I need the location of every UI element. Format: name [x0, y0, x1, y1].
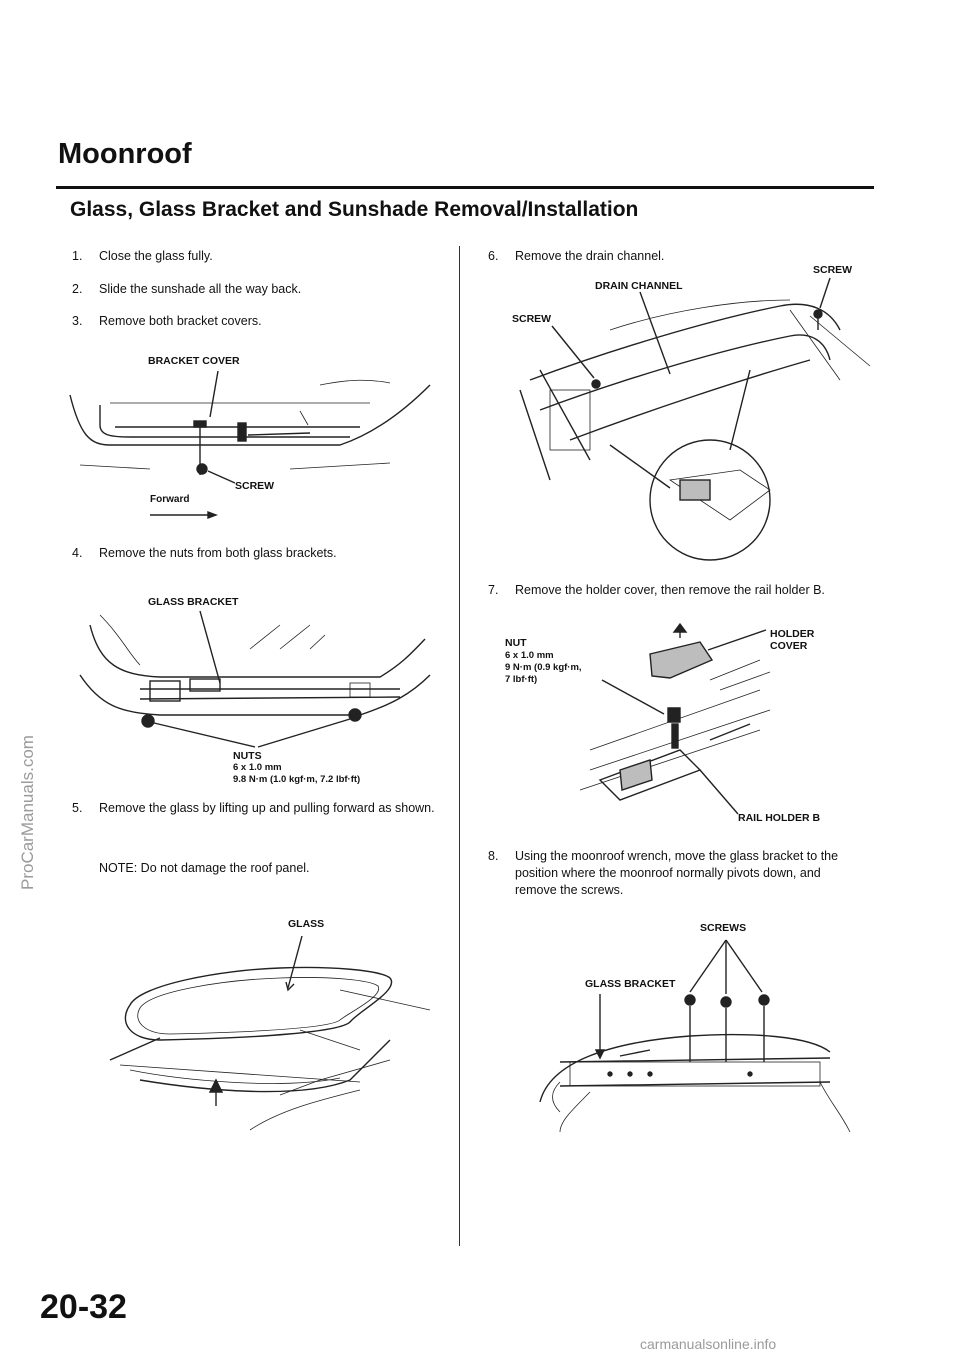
step-number: 3. — [72, 314, 83, 328]
step-number: 5. — [72, 801, 83, 815]
step-text: Remove both bracket covers. — [99, 314, 262, 328]
step-text: Slide the sunshade all the way back. — [99, 282, 302, 296]
nut-torque-line1: 9 N·m (0.9 kgf·m, — [505, 662, 582, 673]
note: NOTE: Do not damage the roof panel. — [99, 861, 310, 875]
step-text: Close the glass fully. — [99, 249, 213, 263]
rail-holder-illustration — [579, 622, 771, 815]
label-bracket-cover: BRACKET COVER — [148, 355, 240, 367]
page-number: 20-32 — [40, 1288, 127, 1326]
watermark: ProCarManuals.com — [18, 735, 37, 890]
step-3: 3. Remove both bracket covers. — [72, 313, 432, 331]
step-text: Remove the glass by lifting up and pulli… — [99, 801, 435, 815]
step-number: 4. — [72, 546, 83, 560]
page-title: Moonroof — [58, 138, 192, 170]
step-5: 5. Remove the glass by lifting up and pu… — [72, 800, 442, 836]
step-6: 6. Remove the drain channel. — [488, 248, 868, 266]
footer-source: carmanualsonline.info — [640, 1336, 777, 1352]
step-number: 6. — [488, 249, 499, 263]
label-nut: NUT — [505, 637, 527, 649]
step-4: 4. Remove the nuts from both glass brack… — [72, 545, 432, 563]
label-glass-bracket: GLASS BRACKET — [148, 596, 239, 608]
label-screw: SCREW — [235, 480, 275, 492]
step-2: 2. Slide the sunshade all the way back. — [72, 281, 432, 299]
label-forward: Forward — [150, 494, 190, 505]
label-screw-left: SCREW — [512, 313, 552, 325]
nuts-torque: 9.8 N·m (1.0 kgf·m, 7.2 lbf·ft) — [233, 774, 361, 785]
step-number: 8. — [488, 849, 499, 863]
step-number: 1. — [72, 249, 83, 263]
label-screw-right: SCREW — [813, 264, 853, 276]
label-holder-cover: HOLDER COVER — [770, 628, 815, 652]
section-subtitle: Glass, Glass Bracket and Sunshade Remova… — [70, 198, 639, 221]
step-text: Remove the drain channel. — [515, 249, 665, 263]
column-divider — [459, 246, 460, 1246]
step-8: 8. Using the moonroof wrench, move the g… — [488, 848, 868, 902]
glass-illustration — [109, 935, 431, 1131]
label-rail-holder-b: RAIL HOLDER B — [738, 812, 821, 824]
step-7: 7. Remove the holder cover, then remove … — [488, 582, 868, 618]
label-screws: SCREWS — [700, 922, 747, 934]
label-glass-bracket-8: GLASS BRACKET — [585, 978, 676, 990]
label-glass: GLASS — [288, 918, 325, 930]
glass-bracket-illustration — [79, 610, 431, 748]
nuts-size: 6 x 1.0 mm — [233, 762, 282, 773]
step-1: 1. Close the glass fully. — [72, 248, 432, 266]
step-number: 2. — [72, 282, 83, 296]
nut-torque-line2: 7 lbf·ft) — [505, 674, 538, 685]
bracket-cover-illustration — [69, 370, 431, 520]
nut-size: 6 x 1.0 mm — [505, 650, 554, 661]
label-nuts: NUTS — [233, 750, 262, 762]
step-number: 7. — [488, 583, 499, 597]
label-drain-channel: DRAIN CHANNEL — [595, 280, 683, 292]
step-text: Using the moonroof wrench, move the glas… — [515, 849, 839, 897]
step-text: Remove the holder cover, then remove the… — [515, 583, 825, 597]
step-text: Remove the nuts from both glass brackets… — [99, 546, 337, 560]
screws-illustration — [539, 939, 851, 1133]
drain-channel-illustration — [519, 277, 871, 561]
title-rule — [56, 186, 874, 189]
